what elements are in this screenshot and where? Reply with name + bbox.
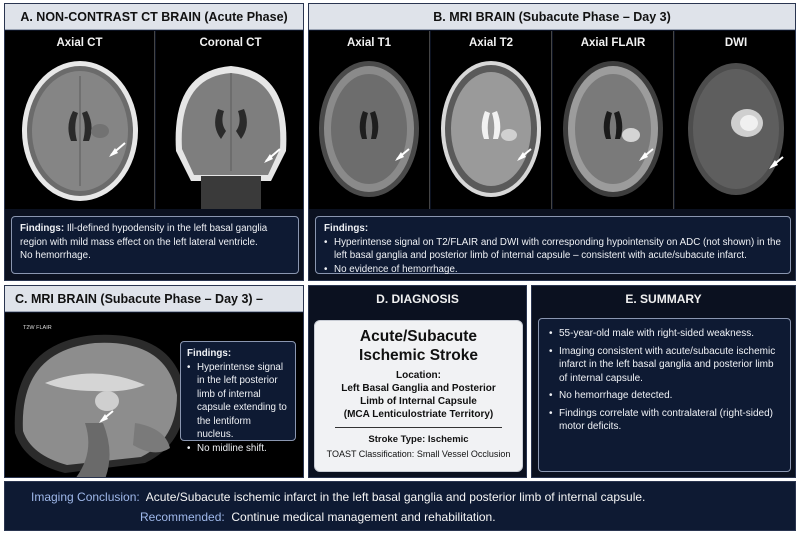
- panel-c-findings: Findings: Hyperintense signal in the lef…: [180, 341, 296, 455]
- divider: [335, 427, 502, 428]
- axial-t1-image[interactable]: Axial T1: [309, 31, 430, 209]
- axial-ct-label: Axial CT: [56, 37, 103, 49]
- findings-extra: No hemorrhage.: [20, 250, 91, 261]
- panel-d-title: D. DIAGNOSIS: [309, 286, 526, 312]
- panel-a-title: A. NON-CONTRAST CT BRAIN (Acute Phase): [5, 4, 303, 30]
- toast-value: Small Vessel Occlusion: [416, 449, 511, 459]
- diagnosis-card: Acute/Subacute Ischemic Stroke Location:…: [314, 320, 523, 472]
- dwi-image[interactable]: DWI: [675, 31, 795, 209]
- panel-a: A. NON-CONTRAST CT BRAIN (Acute Phase) A…: [4, 3, 304, 281]
- location-text: Left Basal Ganglia and Posterior Limb of…: [341, 383, 496, 407]
- axial-t1-scan: [319, 61, 419, 197]
- panel-a-findings: Findings: Ill-defined hypodensity in the…: [11, 216, 299, 274]
- coronal-ct-scan: [175, 66, 287, 209]
- imaging-conclusion: Imaging Conclusion: Acute/Subacute ische…: [4, 481, 796, 531]
- toast-label: TOAST Classification:: [326, 449, 415, 459]
- panel-b: B. MRI BRAIN (Subacute Phase – Day 3) Ax…: [308, 3, 796, 281]
- conclusion-text: Acute/Subacute ischemic infarct in the l…: [145, 490, 646, 504]
- stroke-type-value: Ischemic: [427, 434, 469, 445]
- location-label: Location:: [396, 370, 441, 381]
- findings-item: Hyperintense signal on T2/FLAIR and DWI …: [324, 236, 782, 263]
- summary-box: 55-year-old male with right-sided weakne…: [538, 318, 791, 472]
- panel-e-title: E. SUMMARY: [532, 286, 795, 312]
- summary-item: 55-year-old male with right-sided weakne…: [549, 327, 782, 341]
- panel-b-title: B. MRI BRAIN (Subacute Phase – Day 3): [309, 4, 795, 30]
- axial-flair-image[interactable]: Axial FLAIR: [553, 31, 674, 209]
- panel-b-findings: Findings: Hyperintense signal on T2/FLAI…: [315, 216, 791, 277]
- recommended-label: Recommended:: [140, 510, 225, 524]
- territory-text: (MCA Lenticulostriate Territory): [343, 409, 494, 420]
- sequence-tag: T2W FLAIR: [23, 325, 52, 331]
- summary-item: Findings correlate with contralateral (r…: [549, 407, 782, 434]
- panel-e: E. SUMMARY 55-year-old male with right-s…: [531, 285, 796, 478]
- axial-ct-scan: [22, 61, 138, 201]
- findings-label: Findings:: [187, 348, 232, 359]
- sagittal-mri-scan: [14, 334, 186, 477]
- summary-item: No hemorrhage detected.: [549, 389, 782, 403]
- coronal-ct-image[interactable]: Coronal CT: [156, 31, 303, 209]
- panel-d: D. DIAGNOSIS Acute/Subacute Ischemic Str…: [308, 285, 527, 478]
- axial-flair-label: Axial FLAIR: [580, 37, 646, 49]
- coronal-ct-label: Coronal CT: [199, 37, 262, 49]
- dwi-label: DWI: [724, 37, 748, 49]
- conclusion-label: Imaging Conclusion:: [31, 490, 140, 504]
- findings-item: No evidence of hemorrhage.: [324, 263, 782, 277]
- findings-label: Findings:: [324, 223, 369, 234]
- panel-c: C. MRI BRAIN (Subacute Phase – Day 3) – …: [4, 285, 304, 478]
- axial-t1-label: Axial T1: [346, 37, 392, 49]
- axial-t2-label: Axial T2: [468, 37, 514, 49]
- axial-t2-image[interactable]: Axial T2: [431, 31, 552, 209]
- stroke-type-label: Stroke Type:: [368, 434, 426, 445]
- summary-item: Imaging consistent with acute/subacute i…: [549, 345, 782, 386]
- axial-flair-scan: [563, 61, 663, 197]
- findings-text: Ill-defined hypodensity in the left basa…: [20, 223, 268, 248]
- axial-ct-image[interactable]: Axial CT: [5, 31, 155, 209]
- findings-label: Findings:: [20, 223, 65, 234]
- diagnosis-title: Acute/Subacute Ischemic Stroke: [359, 328, 478, 364]
- findings-item: No midline shift.: [187, 442, 289, 456]
- panel-c-title: C. MRI BRAIN (Subacute Phase – Day 3) – …: [5, 286, 303, 332]
- axial-t2-scan: [441, 61, 541, 197]
- findings-item: Hyperintense signal in the left posterio…: [187, 361, 289, 442]
- dwi-scan: [688, 63, 784, 195]
- recommended-text: Continue medical management and rehabili…: [231, 510, 496, 524]
